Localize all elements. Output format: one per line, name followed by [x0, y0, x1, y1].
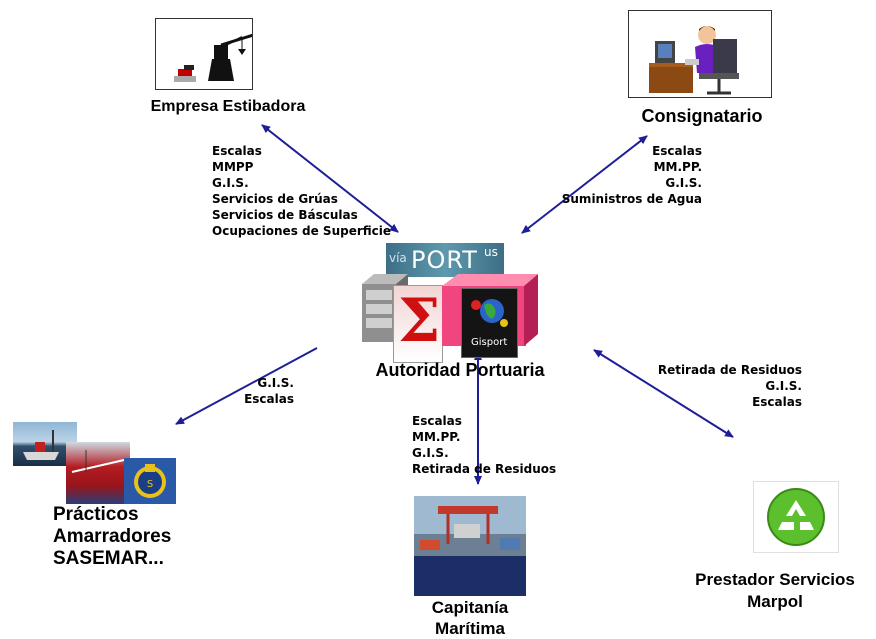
node-practicos: Prácticos Amarradores SASEMAR... — [53, 504, 171, 570]
flow-item: Escalas — [244, 392, 294, 406]
flow-item: G.I.S. — [765, 379, 802, 393]
flow-item: G.I.S. — [412, 446, 449, 460]
flow-item: G.I.S. — [665, 176, 702, 190]
flow-item: MMPP — [212, 160, 254, 174]
capitania-line: Marítima — [435, 619, 505, 638]
flow-item: Escalas — [212, 144, 262, 158]
flows-capitania: Escalas MM.PP. G.I.S. Retirada de Residu… — [412, 413, 556, 477]
server-cabinet-icon — [360, 272, 410, 344]
flow-item: Servicios de Básculas — [212, 208, 358, 222]
gisport-block: Gisport — [461, 288, 518, 358]
arrow-consignatario — [521, 135, 648, 234]
logo-sup: us — [484, 245, 498, 259]
flows-marpol: Retirada de Residuos G.I.S. Escalas — [630, 362, 802, 410]
flow-item: Ocupaciones de Superficie — [212, 224, 392, 238]
node-estibadora: Empresa Estibadora — [150, 98, 306, 115]
capitania-image — [414, 496, 526, 596]
flow-item: G.I.S. — [257, 376, 294, 390]
arrow-estibadora — [261, 124, 399, 233]
globe-icon — [471, 299, 508, 327]
sigma-symbol: Σ — [398, 286, 441, 356]
flows-practicos: G.I.S. Escalas — [220, 375, 294, 407]
logo-small: vía — [389, 251, 407, 265]
flow-item: MM.PP. — [653, 160, 702, 174]
flow-item: Retirada de Residuos — [412, 462, 557, 476]
practicos-photo-2 — [66, 442, 130, 504]
node-capitania: Capitanía Marítima — [400, 597, 540, 639]
sigma-block: Σ — [393, 285, 443, 363]
recycle-icon — [767, 488, 825, 546]
flow-item: G.I.S. — [212, 176, 249, 190]
practicos-line: Amarradores — [53, 526, 172, 547]
consignatario-image — [628, 10, 772, 98]
crane-icon — [174, 31, 261, 82]
flow-item: Escalas — [412, 414, 462, 428]
logo-big: PORT — [411, 246, 478, 274]
practicos-line: SASEMAR... — [53, 548, 164, 569]
node-autoridad-portuaria: Autoridad Portuaria — [375, 360, 545, 380]
flow-item: Suministros de Agua — [561, 192, 702, 206]
gisport-label: Gisport — [471, 337, 508, 348]
estibadora-image — [155, 18, 261, 90]
capitania-line: Capitanía — [431, 598, 509, 617]
sasemar-logo-icon: S — [124, 458, 176, 504]
flow-item: Servicios de Grúas — [212, 192, 338, 206]
arrow-practicos — [175, 347, 318, 425]
flows-consignatario: Escalas MM.PP. G.I.S. Suministros de Agu… — [540, 143, 702, 207]
flows-estibadora: Escalas MMPP G.I.S. Servicios de Grúas S… — [212, 143, 391, 239]
viaportus-logo: vía PORT us — [386, 243, 504, 277]
node-consignatario: Consignatario — [641, 106, 763, 126]
recycle-frame — [753, 481, 839, 553]
marpol-line: Prestador Servicios — [695, 570, 855, 589]
flow-item: Escalas — [752, 395, 802, 409]
arrow-marpol — [593, 349, 734, 438]
svg-text:S: S — [147, 479, 153, 490]
practicos-line: Prácticos — [53, 504, 139, 525]
marpol-line: Marpol — [747, 592, 803, 611]
flow-item: MM.PP. — [412, 430, 461, 444]
port-cranes-icon — [414, 496, 526, 556]
node-marpol: Prestador Servicios Marpol — [665, 569, 876, 613]
office-worker-icon — [649, 26, 739, 95]
flow-item: Escalas — [652, 144, 702, 158]
flow-item: Retirada de Residuos — [657, 363, 802, 377]
